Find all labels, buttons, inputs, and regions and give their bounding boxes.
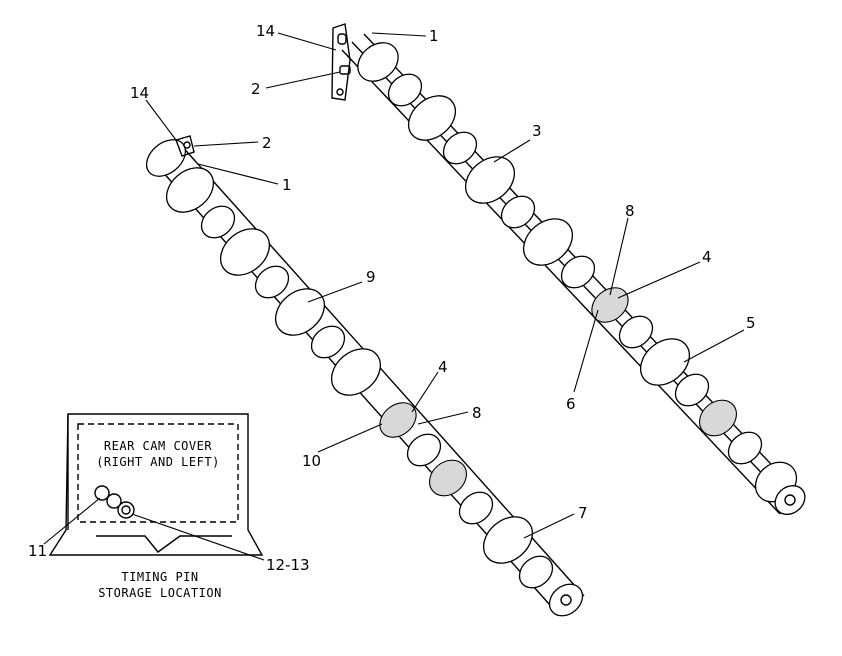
cover-title-line2: (RIGHT AND LEFT) <box>96 455 220 469</box>
callout-right-8: 8 <box>625 202 635 220</box>
timing-pin-holes <box>94 485 135 519</box>
rear-cam-cover-inset: REAR CAM COVER (RIGHT AND LEFT) TIMING P… <box>48 413 264 600</box>
leader-lines <box>43 32 745 561</box>
callout-inset-11: 11 <box>28 542 47 560</box>
cover-title-line1: REAR CAM COVER <box>104 439 212 453</box>
callout-left-14: 14 <box>130 84 149 102</box>
inset-caption-line1: TIMING PIN <box>121 570 198 584</box>
callout-right-1: 1 <box>429 27 439 45</box>
callout-right-6: 6 <box>566 395 576 413</box>
callout-left-9: 9 <box>366 268 376 286</box>
callout-right-4: 4 <box>702 248 712 266</box>
callout-left-8: 8 <box>472 404 482 422</box>
inset-caption-line2: STORAGE LOCATION <box>98 586 222 600</box>
callout-left-4: 4 <box>438 358 448 376</box>
callout-right-3: 3 <box>532 122 542 140</box>
callout-right-2: 2 <box>251 80 261 98</box>
callout-left-2: 2 <box>262 134 272 152</box>
callout-left-10: 10 <box>302 452 321 470</box>
callout-right-5: 5 <box>746 314 756 332</box>
callout-left-7: 7 <box>578 504 588 522</box>
callout-right-14: 14 <box>256 22 275 40</box>
callout-inset-12-13: 12-13 <box>266 556 310 574</box>
left-camshaft <box>145 135 585 617</box>
callout-left-1: 1 <box>282 176 292 194</box>
callout-labels: 14 1 2 3 8 4 5 6 14 2 1 9 4 8 10 7 11 12… <box>28 22 756 574</box>
right-camshaft <box>331 23 806 515</box>
